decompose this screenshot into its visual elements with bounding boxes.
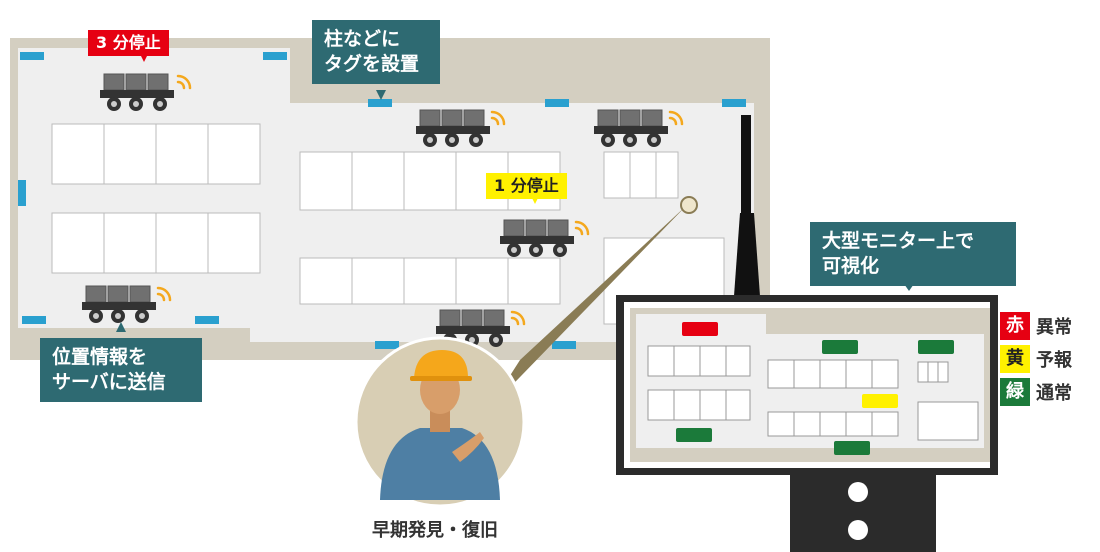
- legend-label-yellow: 予報: [1036, 350, 1072, 371]
- worker-icon: [380, 350, 500, 500]
- callout-send-to-server: 位置情報を サーバに送信: [40, 338, 202, 402]
- cart-icon: [594, 109, 668, 147]
- monitor-display-bar: [741, 115, 751, 213]
- shelf-block: [51, 123, 261, 274]
- cart-icon: [500, 219, 574, 257]
- callout-monitor-visualize: 大型モニター上で 可視化: [810, 222, 1016, 286]
- callout-pointer: [116, 322, 126, 332]
- caption-early-detection: 早期発見・復旧: [372, 520, 498, 541]
- callout-pointer: [376, 90, 386, 100]
- view-target-circle: [680, 196, 698, 214]
- tag-marker: [552, 341, 576, 349]
- status-red-marker: [682, 322, 718, 336]
- cart-icon: [82, 285, 156, 323]
- tag-marker: [18, 180, 26, 206]
- cart-icon: [416, 109, 490, 147]
- tag-marker: [722, 99, 746, 107]
- legend-yellow: 黄 予報: [1000, 345, 1072, 373]
- alert-pointer: [140, 54, 148, 62]
- legend-key-green: 緑: [1000, 378, 1030, 406]
- cart-icon: [100, 73, 174, 111]
- status-green-marker: [834, 441, 870, 455]
- legend-green: 緑 通常: [1000, 378, 1072, 406]
- alert-1min-stop: 1 分停止: [486, 173, 567, 199]
- tag-marker: [545, 99, 569, 107]
- tag-marker: [22, 316, 46, 324]
- tag-marker: [195, 316, 219, 324]
- monitor-status-markers: [676, 322, 954, 455]
- legend-red: 赤 異常: [1000, 312, 1072, 340]
- legend-label-green: 通常: [1036, 383, 1072, 404]
- tag-marker: [263, 52, 287, 60]
- pillar-tags: [18, 52, 746, 349]
- monitor-stand-dot: [848, 482, 868, 502]
- legend-key-red: 赤: [1000, 312, 1030, 340]
- alert-3min-stop: 3 分停止: [88, 30, 169, 56]
- view-cone: [488, 206, 686, 410]
- monitor-connector: [734, 213, 760, 296]
- monitor-mini-shelves: [647, 345, 979, 441]
- tag-marker: [375, 341, 399, 349]
- status-green-marker: [918, 340, 954, 354]
- monitor-stand-dot: [848, 520, 868, 540]
- shelf-block: [299, 151, 561, 305]
- legend-label-red: 異常: [1036, 317, 1072, 338]
- monitor-stand: [790, 470, 936, 552]
- status-yellow-marker: [862, 394, 898, 408]
- status-green-marker: [676, 428, 712, 442]
- wireless-signal-icon: [156, 74, 684, 326]
- callout-tags-on-pillars: 柱などに タグを設置: [312, 20, 440, 84]
- legend-key-yellow: 黄: [1000, 345, 1030, 373]
- tag-marker: [20, 52, 44, 60]
- status-green-marker: [822, 340, 858, 354]
- tag-marker: [368, 99, 392, 107]
